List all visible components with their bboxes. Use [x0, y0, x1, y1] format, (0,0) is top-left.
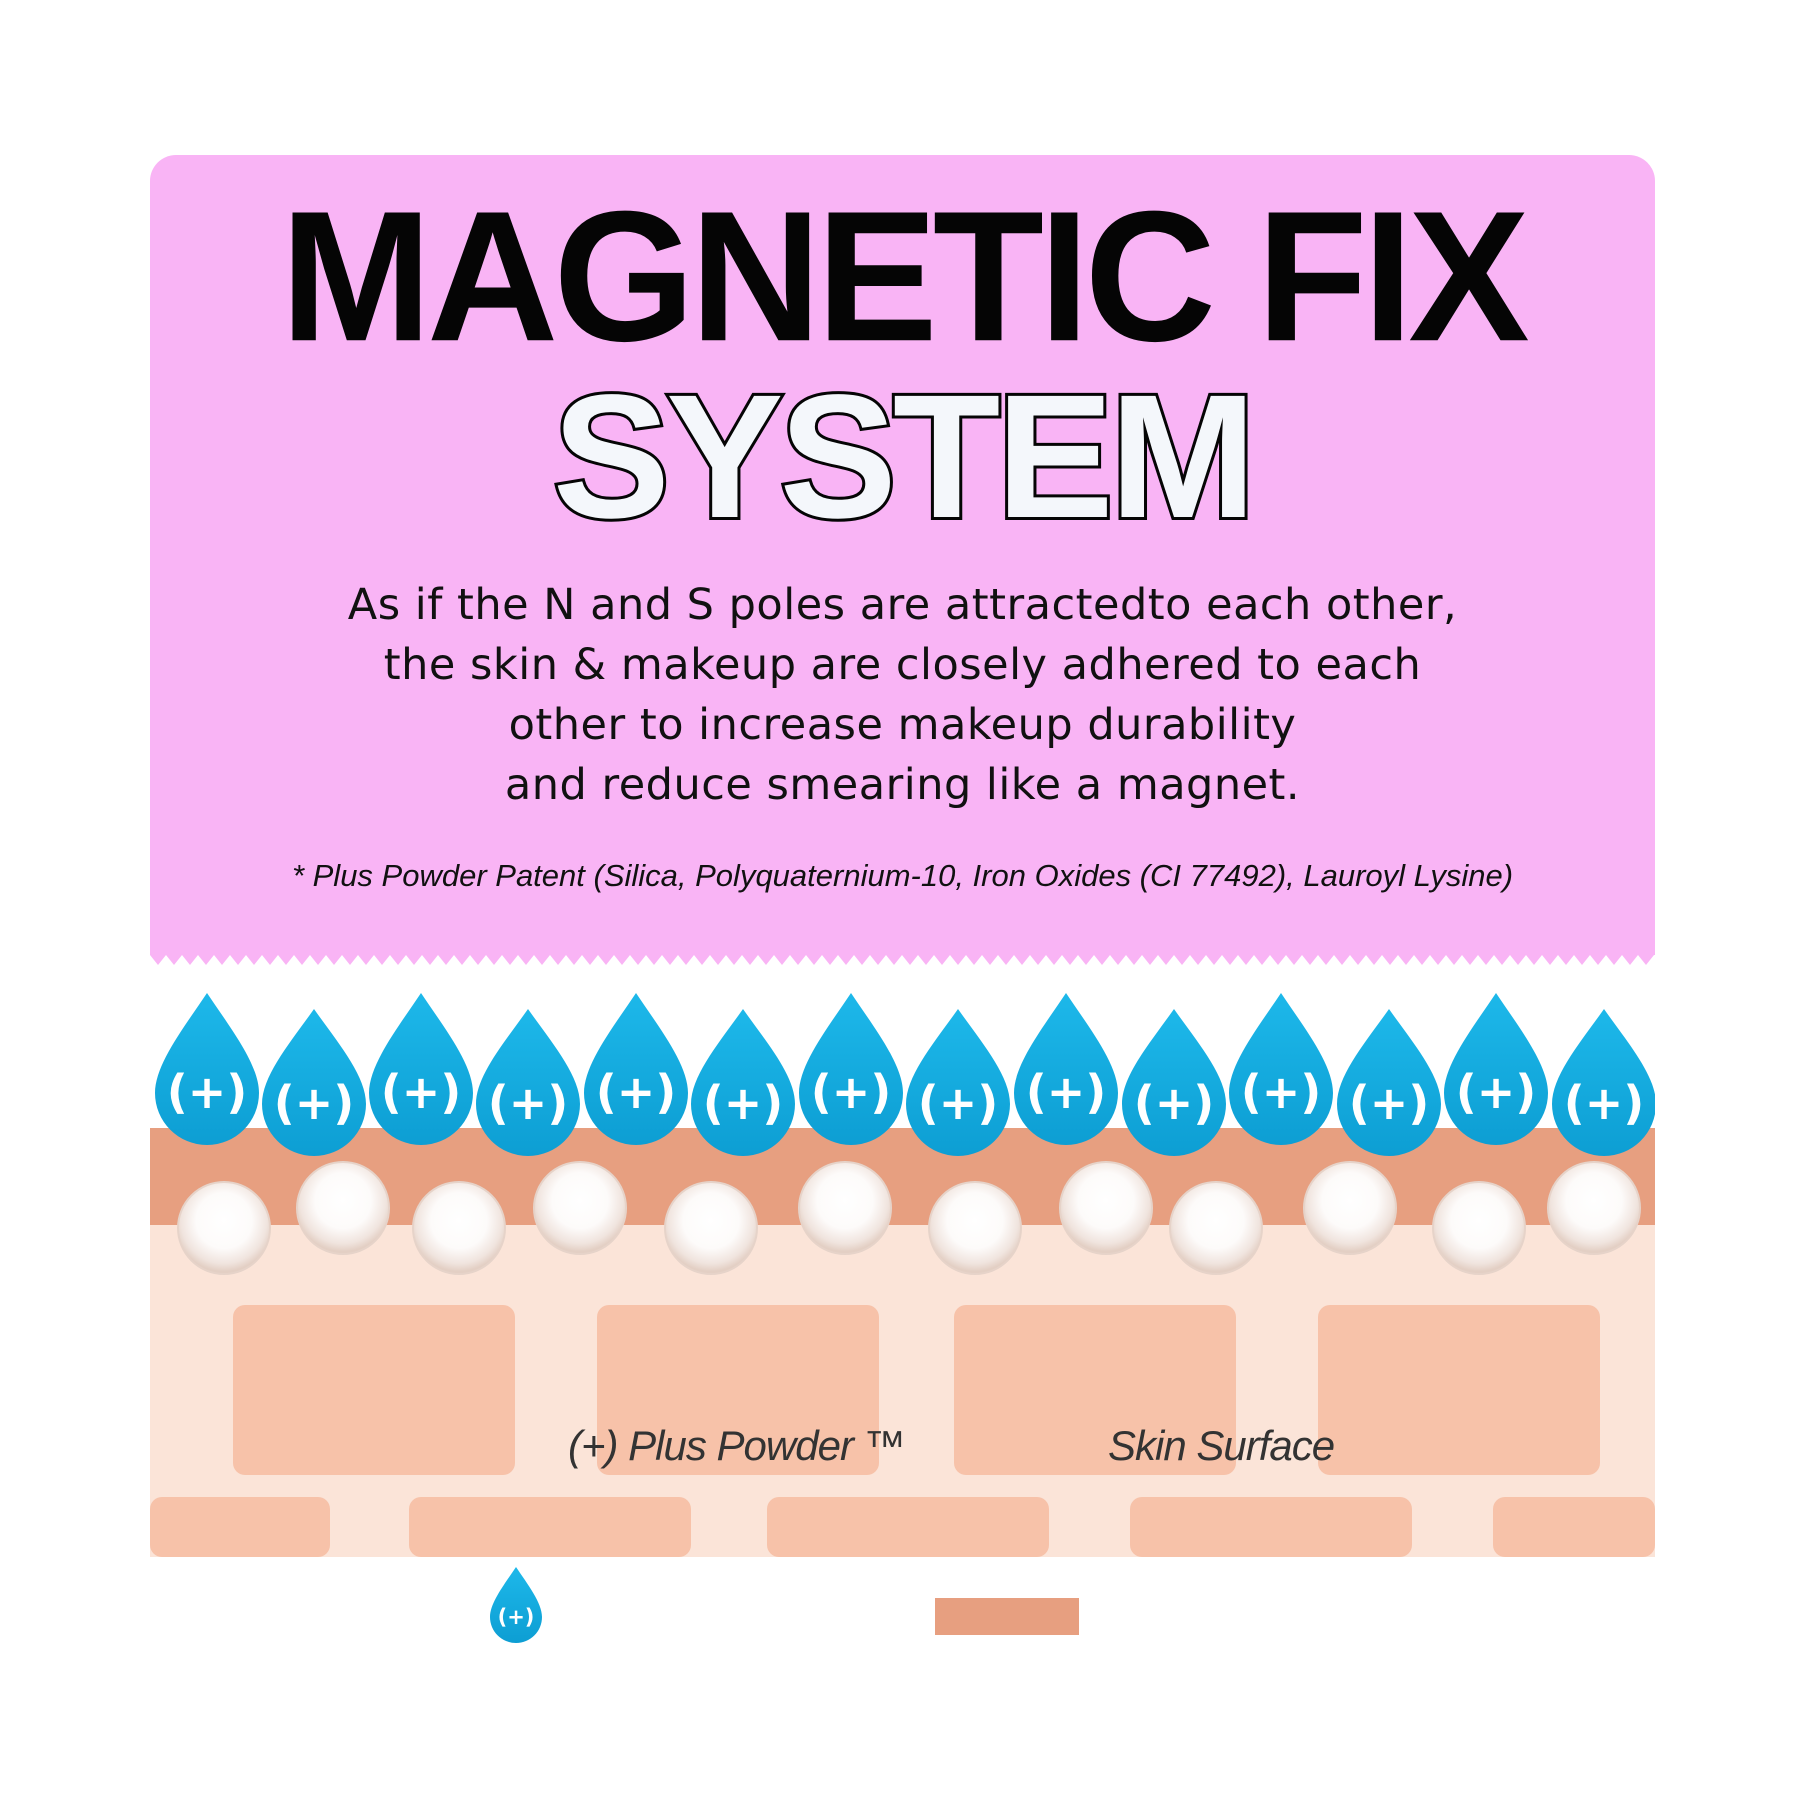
skin-cell — [954, 1305, 1236, 1475]
description-line: As if the N and S poles are attractedto … — [347, 580, 1458, 630]
skin-cells — [150, 1305, 1655, 1557]
drop-plus-symbol: (+) — [1456, 1065, 1537, 1119]
powder-sphere — [177, 1181, 271, 1275]
powder-sphere — [798, 1161, 892, 1255]
plus-powder-drop: (+) — [155, 993, 259, 1145]
powder-sphere — [928, 1181, 1022, 1275]
legend-skin-swatch — [935, 1598, 1079, 1635]
plus-powder-drop: (+) — [799, 993, 903, 1145]
plus-powder-drop: (+) — [262, 1009, 366, 1156]
drop-plus-symbol: (+) — [596, 1065, 677, 1119]
patent-footnote: * Plus Powder Patent (Silica, Polyquater… — [291, 858, 1514, 893]
plus-powder-drop: (+) — [1552, 1009, 1655, 1156]
title-panel: MAGNETIC FIX SYSTEM As if the N and S po… — [150, 155, 1655, 955]
powder-sphere — [412, 1181, 506, 1275]
description-line: other to increase makeup durability — [508, 700, 1297, 750]
skin-cell — [1130, 1497, 1412, 1557]
description-line: the skin & makeup are closely adhered to… — [383, 640, 1422, 690]
powder-sphere — [1169, 1181, 1263, 1275]
powder-sphere — [1432, 1181, 1526, 1275]
drop-plus-symbol: (+) — [918, 1076, 999, 1130]
powder-sphere — [664, 1181, 758, 1275]
title-line-2: SYSTEM — [550, 359, 1260, 555]
plus-powder-drop: (+) — [1229, 993, 1333, 1145]
powder-sphere — [1303, 1161, 1397, 1255]
drop-plus-symbol: (+) — [703, 1076, 784, 1130]
plus-powder-drop: (+) — [1444, 993, 1548, 1145]
powder-sphere — [1547, 1161, 1641, 1255]
plus-powder-drop: (+) — [906, 1009, 1010, 1156]
description: As if the N and S poles are attractedto … — [150, 575, 1655, 815]
diagram-layers: (+) (+) (+) (+) (+) (+) (+) (+) (+) (+) (+) (+) (+) (… — [150, 930, 1655, 1643]
drop-plus-symbol: (+) — [1564, 1076, 1645, 1130]
skin-cell — [150, 1497, 330, 1557]
skin-cell — [597, 1305, 879, 1475]
drop-plus-symbol: (+) — [498, 1605, 535, 1629]
legend-drop-icon: (+) — [490, 1567, 542, 1643]
drop-plus-symbol: (+) — [1241, 1065, 1322, 1119]
powder-sphere — [533, 1161, 627, 1255]
drop-plus-symbol: (+) — [1134, 1076, 1215, 1130]
skin-cell — [233, 1305, 515, 1475]
drop-plus-symbol: (+) — [381, 1065, 462, 1119]
powder-sphere — [296, 1161, 390, 1255]
legend: (+) — [490, 1567, 1079, 1643]
drop-plus-symbol: (+) — [488, 1076, 569, 1130]
infographic-card: MAGNETIC FIX SYSTEM As if the N and S po… — [150, 155, 1655, 1645]
title-line-1: MAGNETIC FIX — [280, 171, 1529, 381]
plus-powder-drop: (+) — [584, 993, 688, 1145]
drop-plus-symbol: (+) — [1349, 1076, 1430, 1130]
plus-powder-drop: (+) — [691, 1009, 795, 1156]
description-line: and reduce smearing like a magnet. — [504, 760, 1301, 810]
plus-powder-drop: (+) — [1014, 993, 1118, 1145]
plus-powder-drop: (+) — [476, 1009, 580, 1156]
drop-plus-symbol: (+) — [274, 1076, 355, 1130]
legend-skin-label: Skin Surface — [1108, 1422, 1335, 1469]
powder-sphere — [1059, 1161, 1153, 1255]
plus-powder-drop: (+) — [1122, 1009, 1226, 1156]
legend-powder-label: (+) Plus Powder ™ — [568, 1422, 906, 1469]
skin-cell — [767, 1497, 1049, 1557]
zigzag-edge — [150, 930, 1655, 965]
drop-plus-symbol: (+) — [167, 1065, 248, 1119]
powder-spheres — [177, 1161, 1641, 1275]
plus-powder-drop: (+) — [369, 993, 473, 1145]
skin-cell — [1493, 1497, 1655, 1557]
plus-powder-drops: (+) (+) (+) (+) (+) (+) (+) (+) (+) (+) (+) (+) (+) (… — [155, 993, 1655, 1156]
skin-cell — [1318, 1305, 1600, 1475]
drop-plus-symbol: (+) — [811, 1065, 892, 1119]
skin-cell — [409, 1497, 691, 1557]
plus-powder-drop: (+) — [1337, 1009, 1441, 1156]
drop-plus-symbol: (+) — [1026, 1065, 1107, 1119]
